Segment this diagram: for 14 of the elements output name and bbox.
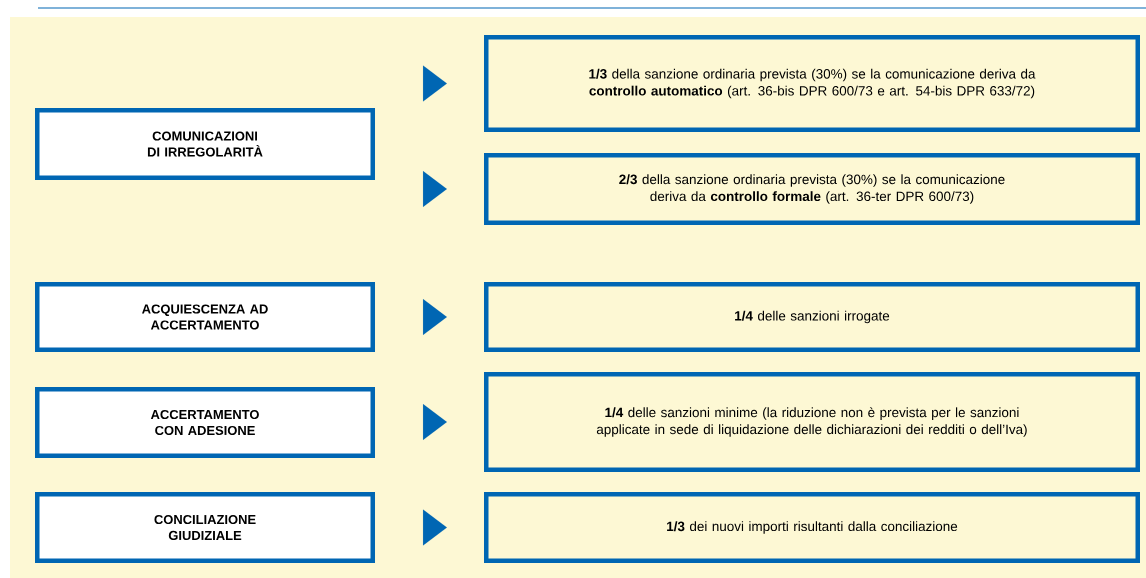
category-box: ACQUIESCENZA AD ACCERTAMENTO [35,282,375,352]
reduction-box: 1/3 della sanzione ordinaria prevista (30%) se la comunicazione deriva da controllo automatico (art. 36-bis DPR 600/73 e art. 54-bis DPR 633/72) [484,35,1140,132]
reduction-box: 1/3 dei nuovi importi risultanti dalla conciliazione [484,492,1140,563]
category-box: ACCERTAMENTO CON ADESIONE [35,387,375,458]
reduction-box: 1/4 delle sanzioni irrogate [484,282,1140,352]
category-box: CONCILIAZIONE GIUDIZIALE [35,492,375,563]
arrow [422,404,447,440]
category-box: COMUNICAZIONI DI IRREGOLARITÀ [35,108,375,180]
arrow [422,171,447,207]
reduction-box: 2/3 della sanzione ordinaria prevista (30%) se la comunicazione deriva da controllo formale (art. 36-ter DPR 600/73) [484,153,1140,225]
arrow [422,65,447,102]
arrow [422,299,447,335]
reduction-box: 1/4 delle sanzioni minime (la riduzione non è prevista per le sanzioni applicate in sede di liquidazione delle dichiarazioni dei redditi o dell’Iva) [484,372,1140,472]
arrow [422,509,447,546]
